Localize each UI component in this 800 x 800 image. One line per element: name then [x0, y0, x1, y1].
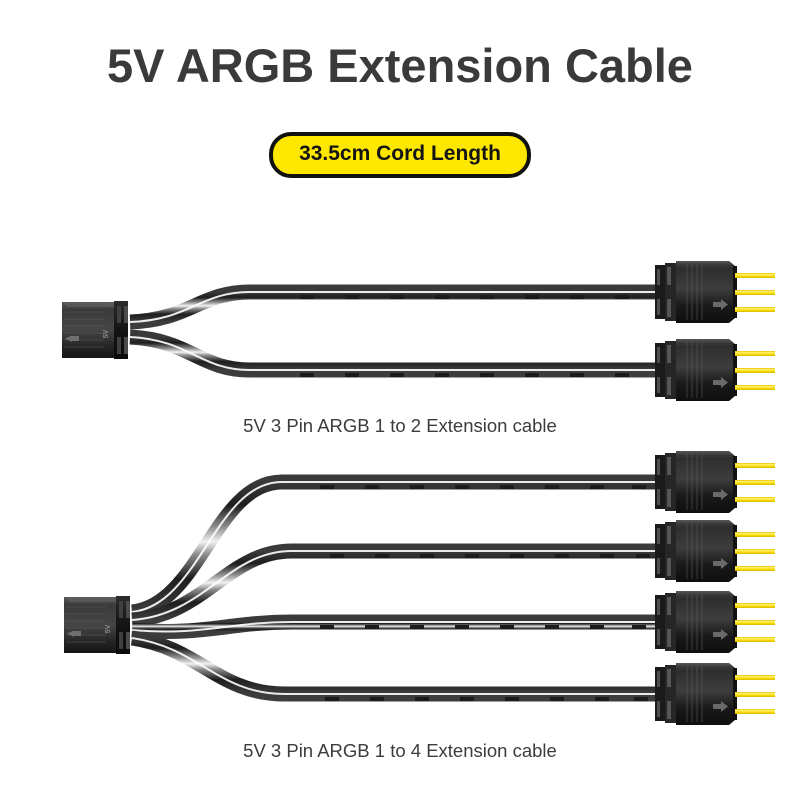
female-connector-1to2	[61, 300, 129, 360]
cable-1to4-branch-2	[131, 543, 664, 628]
cable-1to2-branch-2	[129, 329, 664, 378]
female-connector-1to4	[63, 595, 131, 655]
cable-1to2-branch-1	[129, 284, 664, 330]
caption-1-to-2: 5V 3 Pin ARGB 1 to 2 Extension cable	[243, 415, 557, 436]
caption-1-to-4: 5V 3 Pin ARGB 1 to 4 Extension cable	[243, 740, 557, 761]
male-connector-1to2-2	[654, 338, 776, 402]
cord-length-badge: 33.5cm Cord Length	[269, 132, 531, 178]
page-title: 5V ARGB Extension Cable	[107, 39, 693, 92]
male-connector-1to4-4	[654, 662, 776, 726]
male-connector-1to4-2	[654, 519, 776, 583]
cable-1to4-branch-4	[130, 630, 664, 702]
male-connector-1to2-1	[654, 260, 776, 324]
product-1-to-4-diagram	[63, 450, 776, 726]
male-connector-1to4-1	[654, 450, 776, 514]
cable-1to4-branch-3	[131, 614, 664, 639]
badge-container: 33.5cm Cord Length	[0, 132, 800, 178]
product-1-to-2-diagram	[61, 260, 776, 402]
cable-1to4-branch-1	[130, 474, 664, 620]
male-connector-1to4-3	[654, 590, 776, 654]
